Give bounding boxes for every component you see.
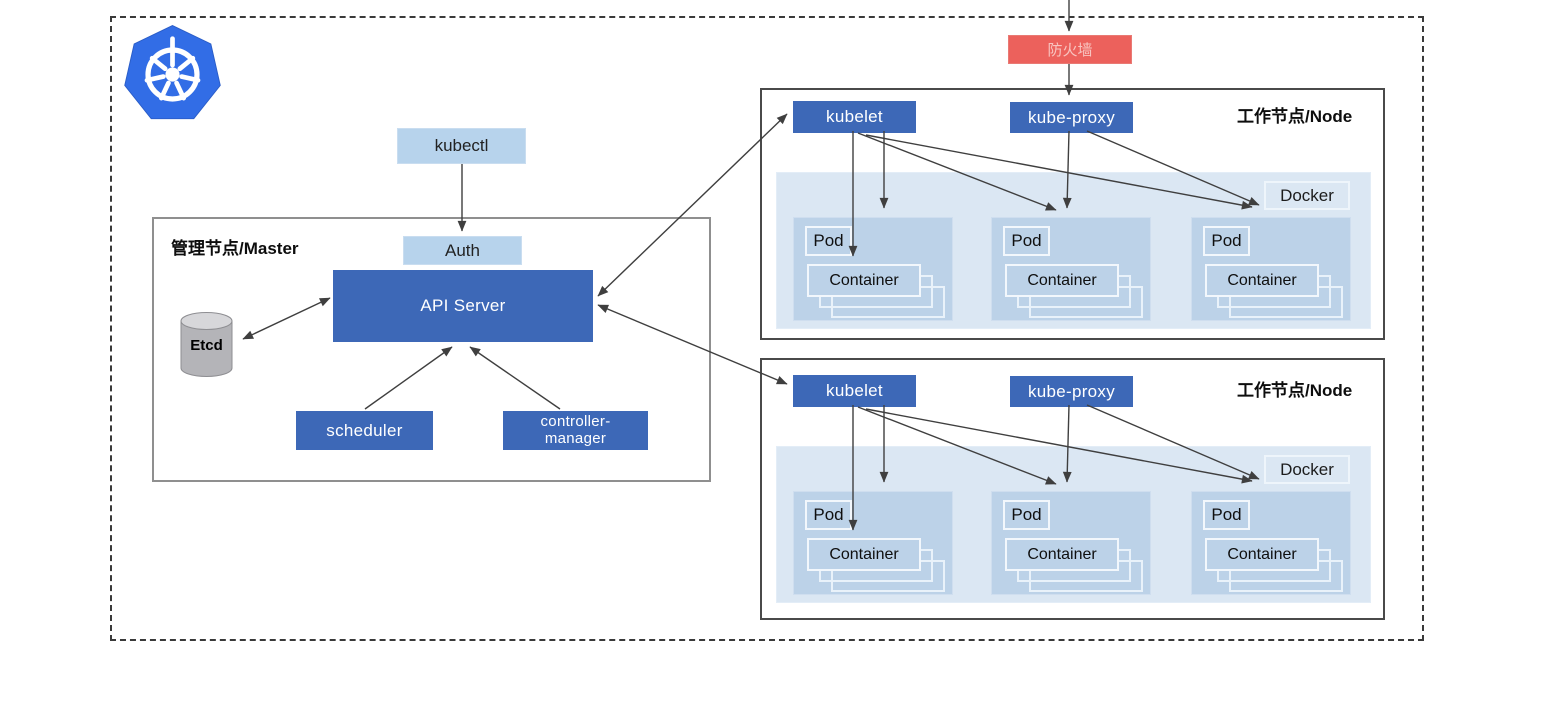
auth-box: Auth [403,236,522,265]
controller-manager-label: controller-manager [540,412,611,447]
api-server-label: API Server [420,296,506,315]
docker-label: Docker [1264,181,1350,210]
container-box: Container [807,538,921,571]
docker-label: Docker [1264,455,1350,484]
container-box: Container [1005,264,1119,297]
auth-label: Auth [445,240,480,260]
node2-kube-proxy-box: kube-proxy [1010,376,1133,407]
node1-pod-1: Pod Container [793,217,953,321]
node1-pod-2: Pod Container [991,217,1151,321]
pod-label: Pod [805,500,852,530]
scheduler-label: scheduler [326,420,403,440]
worker-node-2-frame: kubelet kube-proxy 工作节点/Node Docker Pod … [760,358,1385,620]
firewall-label: 防火墙 [1047,42,1093,59]
node1-kubelet-box: kubelet [793,101,916,133]
node1-docker-box: Docker Pod Container Pod Container Pod C… [776,172,1371,329]
scheduler-box: scheduler [296,411,433,450]
etcd-label: Etcd [190,337,223,354]
kubectl-label: kubectl [434,136,489,155]
node2-pod-1: Pod Container [793,491,953,595]
controller-manager-box: controller-manager [503,411,648,450]
master-section-label: 管理节点/Master [171,239,299,258]
etcd-cylinder: Etcd [180,311,233,379]
worker-node-1-frame: kubelet kube-proxy 工作节点/Node Docker Pod … [760,88,1385,340]
node2-section-label: 工作节点/Node [1237,381,1353,400]
kube-proxy-label: kube-proxy [1027,107,1116,127]
node1-pod-3: Pod Container [1191,217,1351,321]
kubelet-label: kubelet [826,381,883,400]
container-box: Container [807,264,921,297]
pod-label: Pod [1203,226,1250,256]
api-server-box: API Server [333,270,593,342]
node1-section-label: 工作节点/Node [1237,107,1353,126]
pod-label: Pod [805,226,852,256]
kube-proxy-label: kube-proxy [1027,381,1116,401]
container-box: Container [1205,538,1319,571]
firewall-box: 防火墙 [1008,35,1132,64]
node2-kubelet-box: kubelet [793,375,916,407]
node1-kube-proxy-box: kube-proxy [1010,102,1133,133]
node2-pod-3: Pod Container [1191,491,1351,595]
container-box: Container [1005,538,1119,571]
pod-label: Pod [1003,226,1050,256]
pod-label: Pod [1003,500,1050,530]
cluster-dashed-border [110,16,1424,641]
node2-pod-2: Pod Container [991,491,1151,595]
kubectl-box: kubectl [397,128,526,164]
pod-label: Pod [1203,500,1250,530]
kubelet-label: kubelet [826,107,883,126]
kubernetes-logo-icon [116,18,229,131]
node2-docker-box: Docker Pod Container Pod Container Pod C… [776,446,1371,603]
container-box: Container [1205,264,1319,297]
